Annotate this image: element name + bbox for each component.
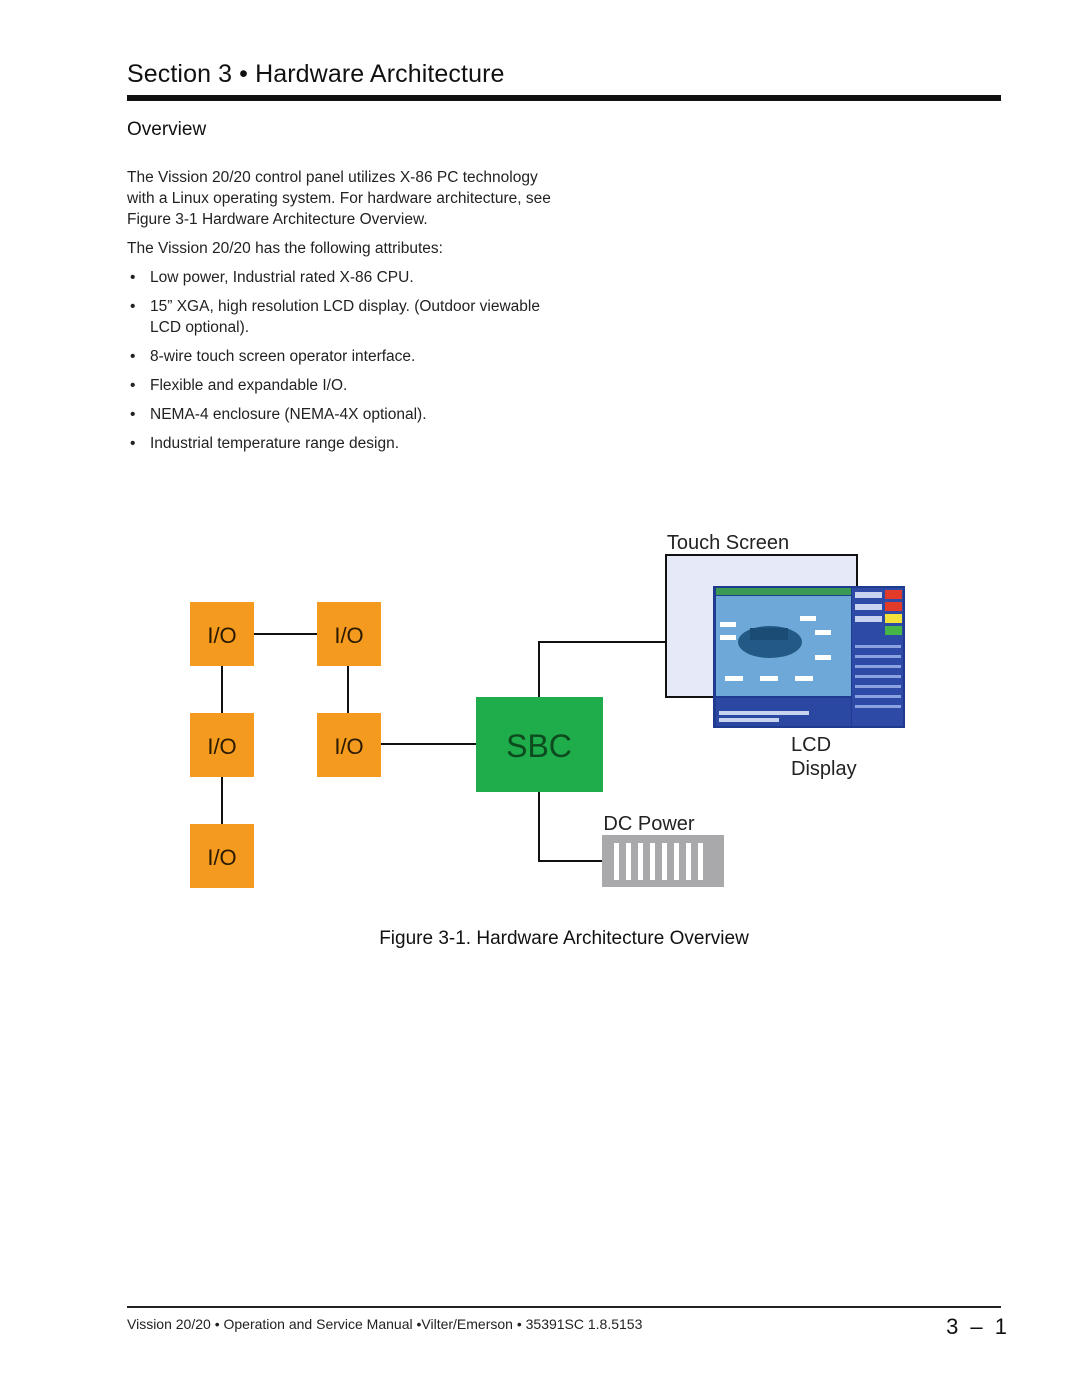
list-item-text: Industrial temperature range design. [150,435,400,452]
connector-lines [221,633,666,862]
bullet-dot: • [130,377,136,394]
io-module: I/O [317,713,381,777]
figure-caption: Figure 3-1. Hardware Architecture Overvi… [379,928,749,949]
footer-text: Vission 20/20 • Operation and Service Ma… [127,1316,643,1332]
bullet-dot: • [130,269,136,286]
connector-line [538,641,666,697]
connector-line [538,792,602,862]
svg-text:I/O: I/O [207,623,236,648]
page-number: 3 – 1 [946,1314,1010,1339]
io-module: I/O [190,713,254,777]
svg-text:I/O: I/O [334,734,363,759]
bullet-dot: • [130,298,136,315]
io-module: I/O [190,824,254,888]
touch-screen-label: Touch Screen [667,532,789,554]
svg-text:I/O: I/O [334,623,363,648]
svg-text:I/O: I/O [207,845,236,870]
overview-paragraph-1: The Vission 20/20 control panel utilizes… [127,169,551,228]
title-rule [127,95,1001,101]
list-item: • Low power, Industrial rated X-86 CPU. [127,267,557,288]
svg-text:I/O: I/O [207,734,236,759]
bullet-dot: • [130,348,136,365]
lcd-display-image [713,586,905,728]
io-module: I/O [317,602,381,666]
list-item-text: NEMA-4 enclosure (NEMA-4X optional). [150,406,427,423]
list-item: • Flexible and expandable I/O. [127,375,557,396]
bullet-dot: • [130,406,136,423]
io-module: I/O [190,602,254,666]
list-item: • 15” XGA, high resolution LCD display. (… [127,296,557,338]
display-label: Display [791,758,857,780]
bullet-dot: • [130,435,136,452]
footer-rule [127,1306,1001,1308]
attribute-list: • Low power, Industrial rated X-86 CPU. •… [127,267,557,462]
svg-text:SBC: SBC [506,728,572,764]
overview-paragraph-2: The Vission 20/20 has the following attr… [127,240,443,257]
list-item-text: 8-wire touch screen operator interface. [150,348,416,365]
sbc-box: SBC [476,697,603,792]
section-title: Section 3 • Hardware Architecture [127,60,505,88]
hardware-architecture-diagram: I/O I/O I/O I/O I/O SBC Touch Screen [190,532,905,888]
list-item-text: Flexible and expandable I/O. [150,377,348,394]
dc-power-label: DC Power [603,813,694,835]
overview-heading: Overview [127,119,207,140]
list-item-text: 15” XGA, high resolution LCD display. (O… [150,298,540,336]
lcd-label: LCD [791,734,831,756]
list-item-text: Low power, Industrial rated X-86 CPU. [150,269,414,286]
list-item: • 8-wire touch screen operator interface. [127,346,557,367]
dc-power-supply [602,835,724,887]
list-item: • NEMA-4 enclosure (NEMA-4X optional). [127,404,557,425]
list-item: • Industrial temperature range design. [127,433,557,454]
